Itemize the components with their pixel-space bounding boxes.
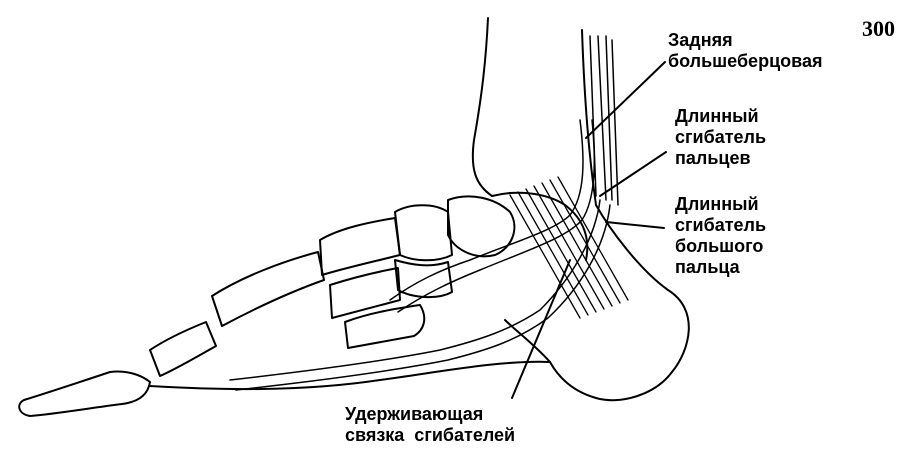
label-line: Длинный [675, 106, 766, 127]
label-line: пальца [675, 257, 766, 278]
cuneiform-1 [395, 205, 452, 260]
phalanx-middle [150, 322, 216, 376]
metatarsal-1 [320, 218, 400, 275]
phalanx-distal [19, 371, 150, 416]
tibia-outline [473, 18, 492, 196]
tendon-fdl [230, 200, 600, 380]
page-number: 300 [862, 18, 895, 39]
label-flexor-digitorum-longus: Длинный сгибатель пальцев [675, 106, 766, 169]
label-line: Задняя [668, 30, 822, 51]
phalanx-proximal [212, 252, 324, 326]
label-posterior-tibial: Задняя большеберцовая [668, 30, 822, 72]
label-line: большеберцовая [668, 51, 822, 72]
label-flexor-hallucis-longus: Длинный сгибатель большого пальца [675, 194, 766, 278]
label-line: Удерживающая [345, 404, 515, 425]
label-line: большого [675, 236, 766, 257]
pointer-posterior-tibial [586, 62, 665, 138]
label-line: сгибатель [675, 215, 766, 236]
pointer-fhl [606, 222, 664, 228]
label-line: Длинный [675, 194, 766, 215]
label-line: сгибатель [675, 127, 766, 148]
label-line: пальцев [675, 148, 766, 169]
label-flexor-retinaculum: Удерживающая связка сгибателей [345, 404, 515, 446]
label-line: связка сгибателей [345, 425, 515, 446]
tendon-posterior-tibial-b [398, 120, 594, 312]
flexor-retinaculum [510, 177, 628, 318]
